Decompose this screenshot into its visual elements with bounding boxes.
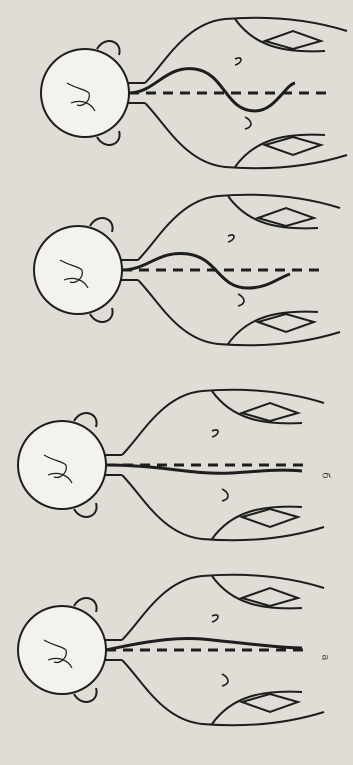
figure-1 bbox=[41, 18, 347, 169]
figure-4 bbox=[18, 575, 324, 726]
caption-b: б bbox=[320, 472, 331, 478]
spine-curve bbox=[106, 465, 302, 473]
figure-2 bbox=[34, 195, 340, 346]
spine-curve bbox=[129, 69, 295, 111]
figure-3 bbox=[18, 390, 324, 541]
caption-a: а bbox=[319, 655, 330, 661]
spine-curve bbox=[106, 638, 302, 650]
